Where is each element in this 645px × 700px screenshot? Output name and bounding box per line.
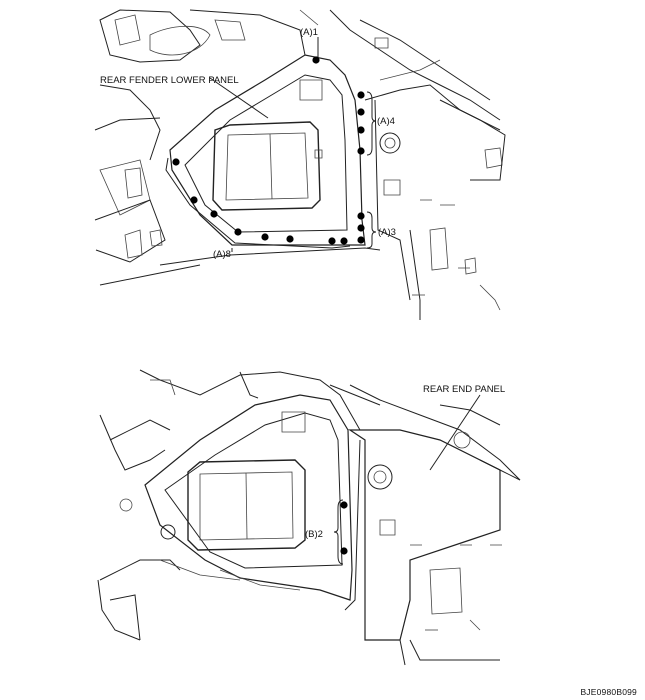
callout-a8: (A)8 — [213, 249, 231, 260]
callout-a1: (A)1 — [300, 27, 318, 38]
label-rear-end-panel: REAR END PANEL — [423, 384, 505, 395]
callout-a4: (A)4 — [377, 116, 395, 127]
callout-a3: (A)3 — [378, 227, 396, 238]
top-figure: (A)1 REAR FENDER LOWER PANEL (A)4 (A)3 (… — [94, 9, 506, 320]
bottom-figure: REAR END PANEL (B)2 — [97, 369, 521, 666]
figure-code: BJE0980B099 — [580, 687, 637, 697]
label-rear-fender-lower-panel: REAR FENDER LOWER PANEL — [100, 75, 239, 86]
callout-b2: (B)2 — [305, 529, 323, 540]
